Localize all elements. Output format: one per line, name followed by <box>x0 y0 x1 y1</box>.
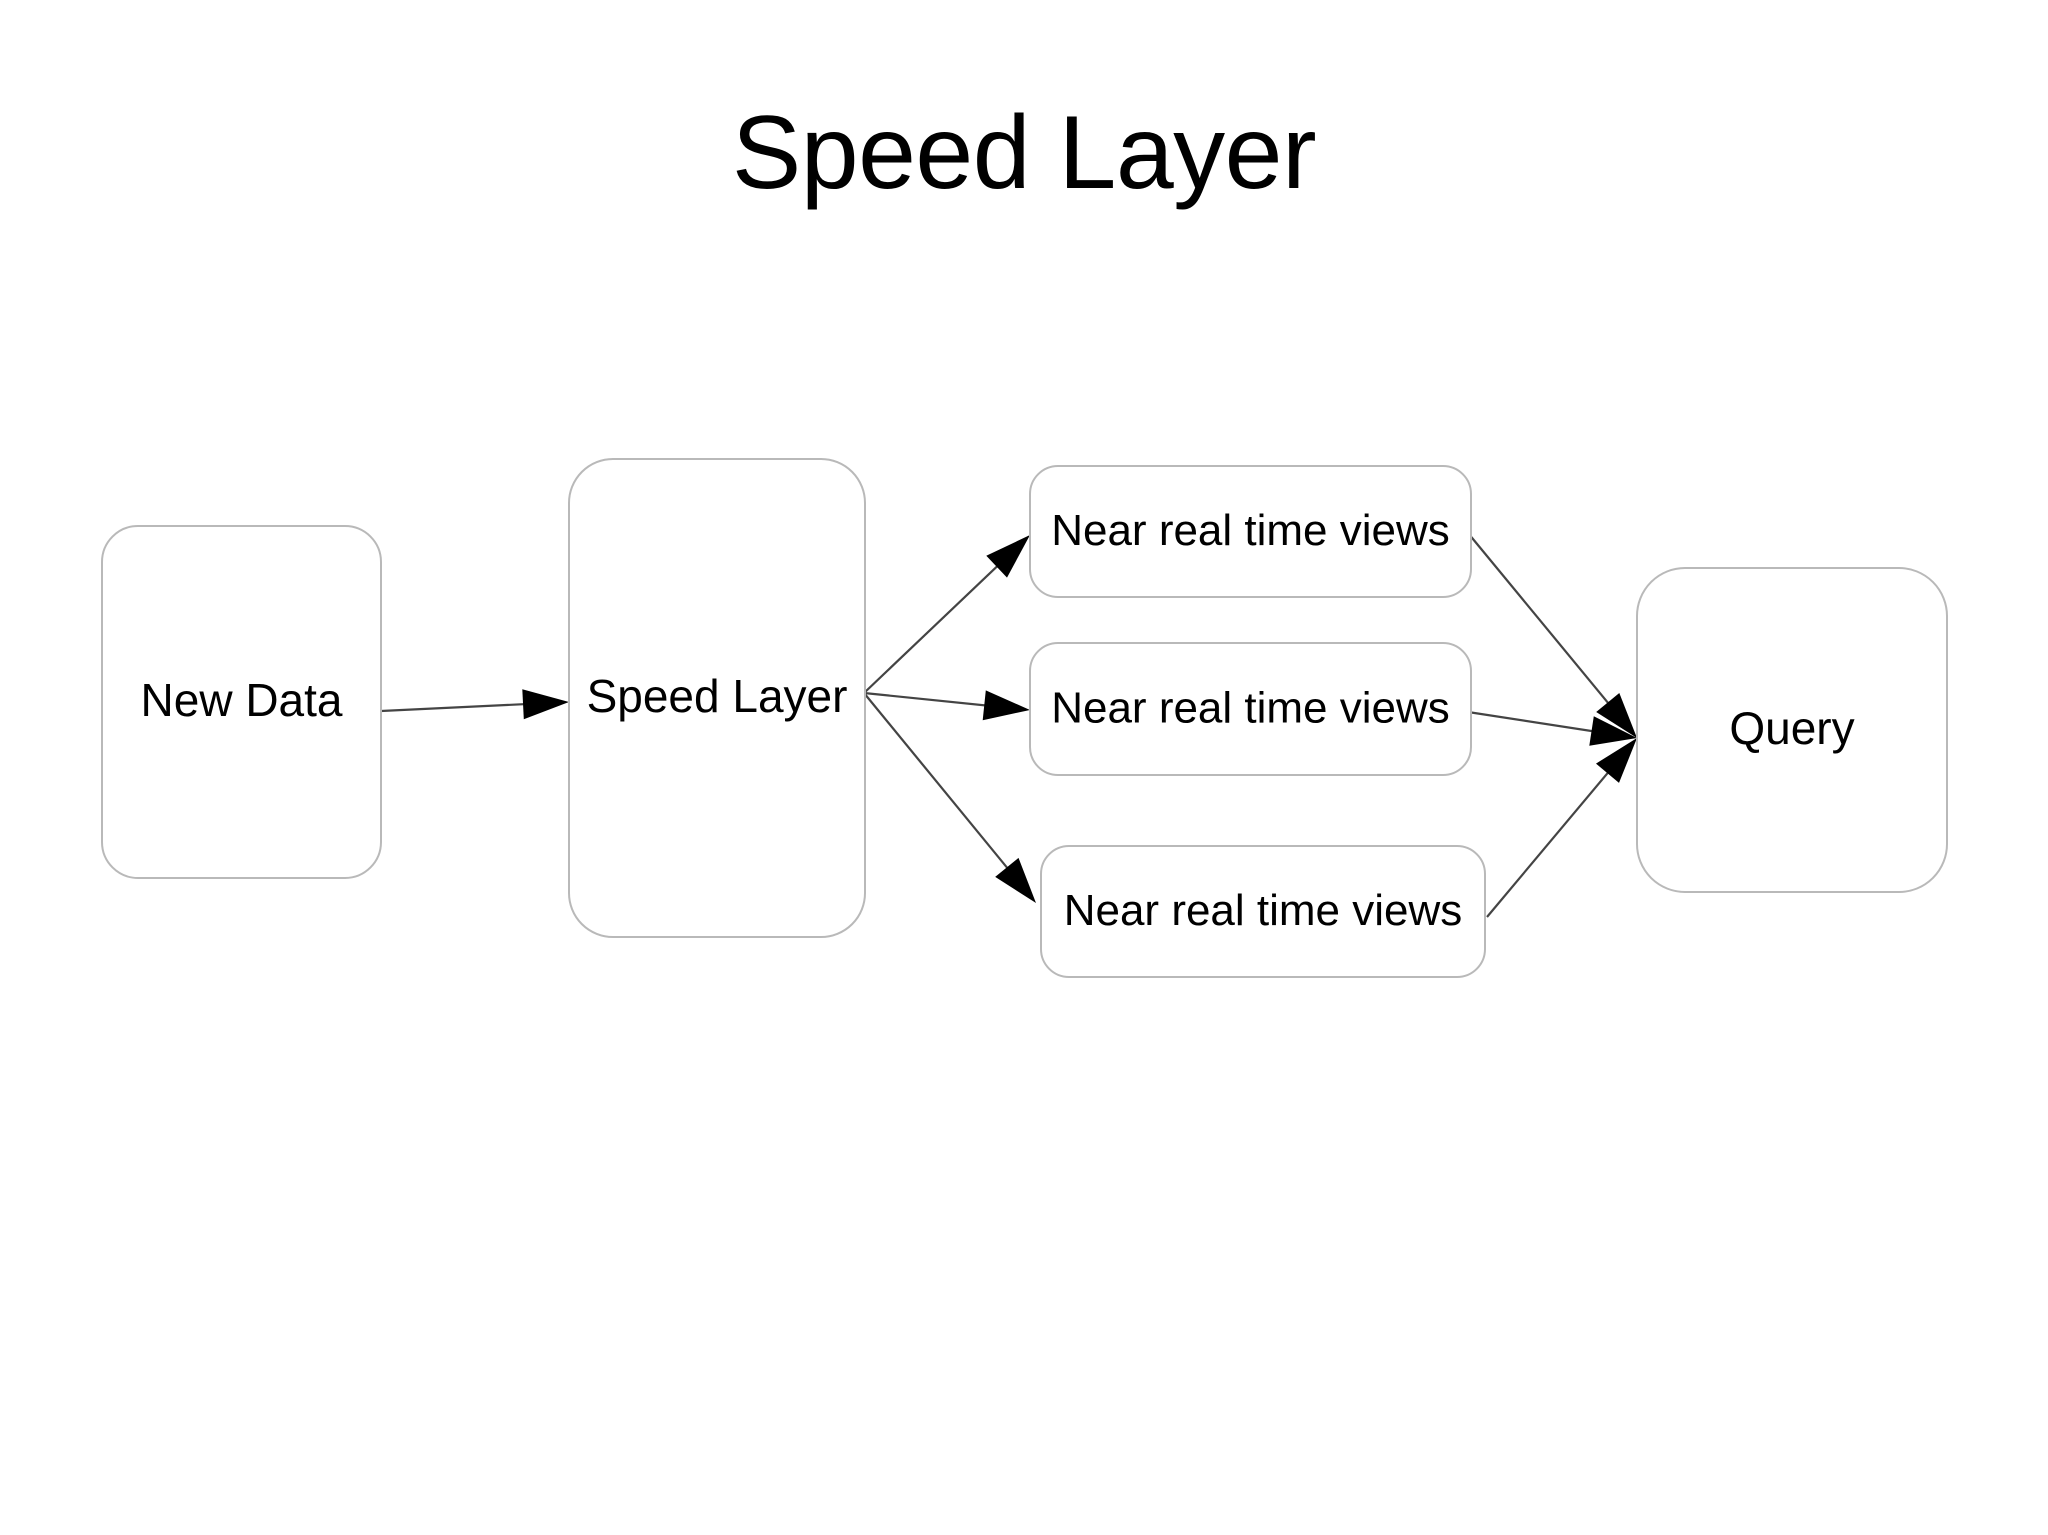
edge-speed-layer-to-view-1 <box>863 535 1030 694</box>
node-speed-layer[interactable]: Speed Layer <box>568 458 866 938</box>
arrowhead-icon <box>986 535 1030 578</box>
edge-line <box>1486 753 1625 918</box>
node-query[interactable]: Query <box>1636 567 1948 893</box>
edge-line <box>1467 532 1625 723</box>
edge-view-1-to-query <box>1467 532 1637 738</box>
node-shape <box>1029 642 1472 776</box>
node-label: Near real time views <box>1051 684 1450 733</box>
edge-new-data-to-speed-layer <box>380 689 569 720</box>
node-shape <box>1040 845 1486 978</box>
node-near-real-time-views-2[interactable]: Near real time views <box>1029 642 1472 776</box>
diagram-nodes: New Data Speed Layer Near real time view… <box>101 458 1948 978</box>
arrowhead-icon <box>1589 716 1637 746</box>
node-label: Near real time views <box>1064 886 1463 935</box>
edge-line <box>863 548 1016 694</box>
node-near-real-time-views-3[interactable]: Near real time views <box>1040 845 1486 978</box>
edge-line <box>863 692 1024 888</box>
arrowhead-icon <box>1596 693 1637 738</box>
node-label: Speed Layer <box>587 670 848 722</box>
diagram-edges <box>380 532 1637 918</box>
node-shape <box>101 525 382 879</box>
edge-speed-layer-to-view-2 <box>863 690 1030 721</box>
node-shape <box>568 458 866 938</box>
node-label: Near real time views <box>1051 506 1450 555</box>
node-near-real-time-views-1[interactable]: Near real time views <box>1029 465 1472 598</box>
arrowhead-icon <box>522 689 569 720</box>
page-title: Speed Layer <box>731 95 1317 211</box>
edge-view-3-to-query <box>1486 738 1637 918</box>
arrowhead-icon <box>982 690 1030 721</box>
arrowhead-icon <box>995 857 1036 903</box>
node-new-data[interactable]: New Data <box>101 525 382 879</box>
edge-line <box>380 701 549 713</box>
arrowhead-icon <box>1596 738 1637 783</box>
node-shape <box>1636 567 1948 893</box>
edge-view-2-to-query <box>1467 710 1637 746</box>
node-label: Query <box>1729 702 1854 754</box>
node-shape <box>1029 465 1472 598</box>
node-label: New Data <box>141 674 343 726</box>
edge-speed-layer-to-view-3 <box>863 692 1036 903</box>
